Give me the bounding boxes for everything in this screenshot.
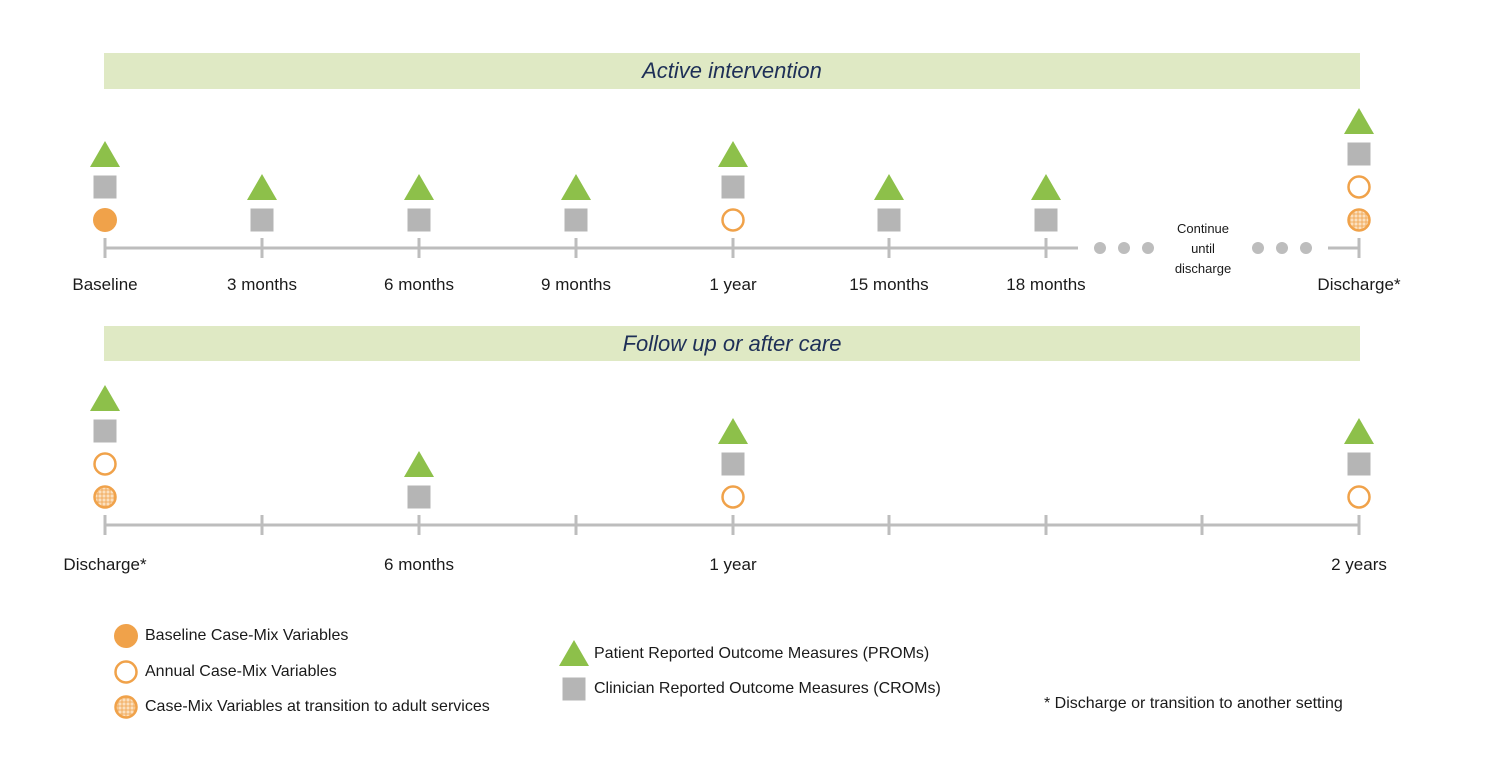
prom-triangle <box>718 418 748 444</box>
crom-square <box>877 208 901 232</box>
active-tick-label: 1 year <box>709 275 757 294</box>
prom-triangle <box>1031 174 1061 200</box>
footnote: * Discharge or transition to another set… <box>1044 695 1343 712</box>
crom-square <box>721 452 745 476</box>
transition-casemix-circle <box>1347 208 1371 232</box>
annual-casemix-circle <box>1347 485 1371 509</box>
prom-triangle <box>404 451 434 477</box>
crom-square <box>1347 142 1371 166</box>
ellipsis-dot <box>1276 242 1288 254</box>
ellipsis-dot <box>1252 242 1264 254</box>
active-tick-label: 15 months <box>849 275 928 294</box>
baseline-casemix-circle <box>93 208 117 232</box>
prom-triangle <box>874 174 904 200</box>
prom-triangle <box>1344 108 1374 134</box>
active-tick-label: 6 months <box>384 275 454 294</box>
crom-square <box>562 677 586 701</box>
legend-annual: Annual Case-Mix Variables <box>145 663 337 680</box>
follow-up-title: Follow up or after care <box>622 331 842 356</box>
crom-square <box>93 175 117 199</box>
legend-croms: Clinician Reported Outcome Measures (CRO… <box>594 680 941 697</box>
legend-baseline: Baseline Case-Mix Variables <box>145 627 349 644</box>
active-tick-label: 18 months <box>1006 275 1085 294</box>
transition-casemix-circle <box>93 485 117 509</box>
active-intervention-band: Active intervention <box>104 53 1360 89</box>
prom-triangle <box>561 174 591 200</box>
annual-casemix-circle <box>1347 175 1371 199</box>
transition-casemix-circle <box>114 695 138 719</box>
prom-triangle <box>1344 418 1374 444</box>
follow-tick-label: 2 years <box>1331 555 1387 574</box>
annual-casemix-circle <box>721 208 745 232</box>
active-intervention-title: Active intervention <box>642 58 822 83</box>
legend-proms: Patient Reported Outcome Measures (PROMs… <box>594 645 930 662</box>
active-timeline: Baseline 3 months 6 months 9 months 1 year 15… <box>72 108 1401 294</box>
prom-triangle <box>559 640 589 666</box>
legend-symbols <box>114 624 589 719</box>
prom-triangle <box>90 385 120 411</box>
prom-triangle <box>90 141 120 167</box>
legend-transition: Case-Mix Variables at transition to adul… <box>145 698 490 715</box>
crom-square <box>564 208 588 232</box>
crom-square <box>407 208 431 232</box>
crom-square <box>93 419 117 443</box>
ellipsis-dot <box>1300 242 1312 254</box>
follow-tick-label: 1 year <box>709 555 757 574</box>
annual-casemix-circle <box>93 452 117 476</box>
follow-tick-label: Discharge* <box>63 555 147 574</box>
continue-text: discharge <box>1175 261 1231 276</box>
crom-square <box>407 485 431 509</box>
active-tick-label: 3 months <box>227 275 297 294</box>
follow-up-band: Follow up or after care <box>104 326 1360 361</box>
annual-casemix-circle <box>721 485 745 509</box>
prom-triangle <box>247 174 277 200</box>
prom-triangle <box>404 174 434 200</box>
crom-square <box>1034 208 1058 232</box>
crom-square <box>250 208 274 232</box>
ellipsis-dot <box>1094 242 1106 254</box>
follow-tick-label: 6 months <box>384 555 454 574</box>
continue-text: until <box>1191 241 1215 256</box>
baseline-casemix-circle <box>114 624 138 648</box>
ellipsis-dot <box>1142 242 1154 254</box>
follow-up-timeline: Discharge* 6 months 1 year 2 years <box>63 385 1387 574</box>
crom-square <box>721 175 745 199</box>
active-tick-label: 9 months <box>541 275 611 294</box>
prom-triangle <box>718 141 748 167</box>
ellipsis-dot <box>1118 242 1130 254</box>
continue-text: Continue <box>1177 221 1229 236</box>
crom-square <box>1347 452 1371 476</box>
active-tick-label: Baseline <box>72 275 137 294</box>
annual-casemix-circle <box>114 660 138 684</box>
active-tick-label: Discharge* <box>1317 275 1401 294</box>
